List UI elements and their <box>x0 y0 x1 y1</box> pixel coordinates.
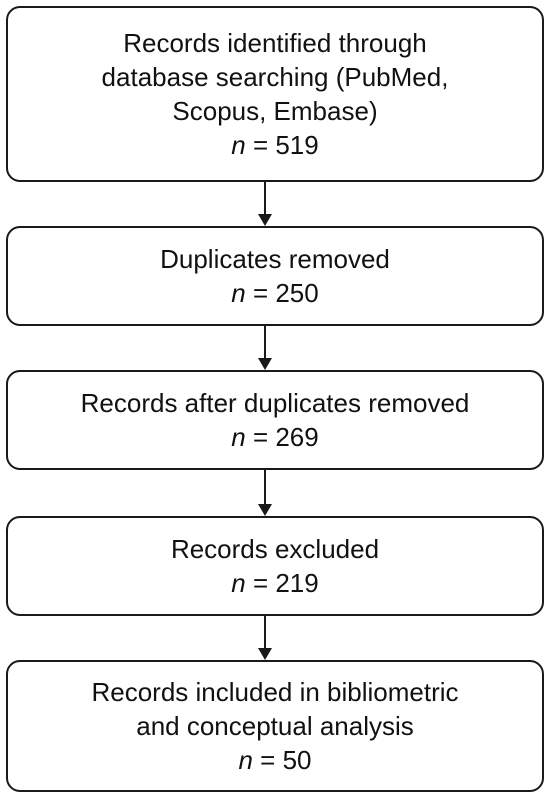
record-count: n = 250 <box>231 276 318 310</box>
down-arrow <box>258 182 272 226</box>
n-symbol: n <box>231 130 246 160</box>
record-count: n = 519 <box>231 128 318 162</box>
count-value: = 250 <box>245 278 319 308</box>
record-count: n = 219 <box>231 566 318 600</box>
duplicates-removed-box: Duplicates removed n = 250 <box>6 226 544 326</box>
count-value: = 50 <box>252 745 312 775</box>
down-arrow <box>258 326 272 370</box>
down-arrow <box>258 616 272 660</box>
box-text-line: Records included in bibliometric <box>91 677 459 707</box>
count-value: = 269 <box>245 422 319 452</box>
count-value: = 519 <box>245 130 319 160</box>
n-symbol: n <box>231 422 246 452</box>
count-value: = 219 <box>245 568 319 598</box>
record-count: n = 50 <box>238 743 311 777</box>
box-text-line: Records identified through <box>123 28 427 58</box>
box-text-line: Records excluded <box>170 534 380 564</box>
down-arrow <box>258 470 272 516</box>
box-text-line: Scopus, Embase) <box>172 96 378 126</box>
box-text-line: and conceptual analysis <box>136 711 414 741</box>
box-text-line: Records after duplicates removed <box>80 388 470 418</box>
n-symbol: n <box>231 278 246 308</box>
records-after-duplicates-box: Records after duplicates removed n = 269 <box>6 370 544 470</box>
records-identified-box: Records identified through database sear… <box>6 6 544 182</box>
record-count: n = 269 <box>231 420 318 454</box>
n-symbol: n <box>238 745 253 775</box>
records-excluded-box: Records excluded n = 219 <box>6 516 544 616</box>
n-symbol: n <box>231 568 246 598</box>
box-text-line: Duplicates removed <box>160 244 390 274</box>
box-text-line: database searching (PubMed, <box>101 62 449 92</box>
records-included-box: Records included in bibliometric and con… <box>6 660 544 792</box>
